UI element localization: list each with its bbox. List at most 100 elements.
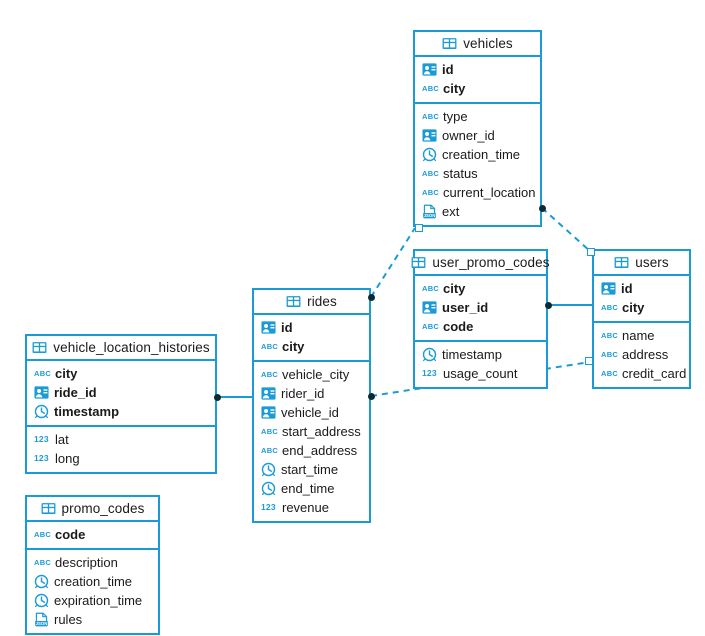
relation-line-rides-to-vehicles bbox=[370, 227, 416, 298]
field-name: city bbox=[282, 339, 305, 354]
id-card-icon bbox=[261, 405, 276, 420]
abc-icon: ABC bbox=[261, 446, 279, 455]
id-card-icon bbox=[261, 386, 276, 401]
abc-icon: ABC bbox=[422, 188, 440, 197]
abc-icon: ABC bbox=[34, 369, 52, 378]
abc-icon: ABC bbox=[261, 342, 279, 351]
table-title: vehicle_location_histories bbox=[53, 340, 210, 355]
field-row[interactable]: creation_time bbox=[415, 145, 540, 164]
field-row[interactable]: vehicle_id bbox=[254, 403, 369, 422]
field-name: end_address bbox=[282, 443, 358, 458]
field-row[interactable]: id bbox=[254, 318, 369, 337]
field-name: type bbox=[443, 109, 468, 124]
abc-icon: ABC bbox=[601, 303, 619, 312]
svg-text:JSON: JSON bbox=[36, 621, 48, 626]
field-name: code bbox=[55, 527, 86, 542]
clock-icon bbox=[422, 347, 437, 362]
field-row[interactable]: creation_time bbox=[27, 572, 158, 591]
field-row[interactable]: id bbox=[594, 279, 689, 298]
field-row[interactable]: JSON rules bbox=[27, 610, 158, 629]
field-row[interactable]: expiration_time bbox=[27, 591, 158, 610]
123-icon: 123 bbox=[261, 502, 276, 512]
field-name: id bbox=[281, 320, 293, 335]
relation-endpoint-dot bbox=[544, 301, 552, 309]
field-row[interactable]: 123 revenue bbox=[254, 498, 369, 517]
field-row[interactable]: start_time bbox=[254, 460, 369, 479]
table-header[interactable]: promo_codes bbox=[27, 497, 158, 522]
relation-endpoint-dot bbox=[367, 392, 375, 400]
field-row[interactable]: rider_id bbox=[254, 384, 369, 403]
field-name: city bbox=[443, 81, 466, 96]
table-header[interactable]: vehicle_location_histories bbox=[27, 336, 215, 361]
field-name: city bbox=[55, 366, 78, 381]
field-name: revenue bbox=[282, 500, 329, 515]
clock-icon bbox=[261, 462, 276, 477]
field-name: expiration_time bbox=[54, 593, 143, 608]
abc-icon: ABC bbox=[261, 370, 279, 379]
clock-icon bbox=[261, 481, 276, 496]
field-name: id bbox=[442, 62, 454, 77]
table-icon bbox=[614, 255, 629, 270]
field-name: lat bbox=[55, 432, 69, 447]
field-name: code bbox=[443, 319, 474, 334]
field-name: city bbox=[443, 281, 466, 296]
field-name: status bbox=[443, 166, 478, 181]
relation-endpoint-dot bbox=[367, 293, 375, 301]
field-row[interactable]: owner_id bbox=[415, 126, 540, 145]
field-name: city bbox=[622, 300, 645, 315]
field-name: creation_time bbox=[54, 574, 133, 589]
field-name: rules bbox=[54, 612, 83, 627]
field-row[interactable]: ride_id bbox=[27, 383, 215, 402]
table-header[interactable]: user_promo_codes bbox=[411, 251, 549, 276]
field-name: name bbox=[622, 328, 655, 343]
field-row[interactable]: timestamp bbox=[415, 345, 546, 364]
field-name: start_address bbox=[282, 424, 361, 439]
json-icon: JSON bbox=[34, 612, 49, 627]
table-header[interactable]: users bbox=[594, 251, 689, 276]
field-row[interactable]: timestamp bbox=[27, 402, 215, 421]
field-name: end_time bbox=[281, 481, 335, 496]
field-name: creation_time bbox=[442, 147, 521, 162]
field-row[interactable]: id bbox=[415, 60, 540, 79]
table-header[interactable]: vehicles bbox=[415, 32, 540, 57]
field-row[interactable]: user_id bbox=[415, 298, 546, 317]
clock-icon bbox=[34, 574, 49, 589]
table-title: promo_codes bbox=[61, 501, 145, 516]
field-row[interactable]: end_time bbox=[254, 479, 369, 498]
field-name: ext bbox=[442, 204, 460, 219]
table-icon bbox=[32, 340, 47, 355]
table-header[interactable]: rides bbox=[254, 290, 369, 315]
